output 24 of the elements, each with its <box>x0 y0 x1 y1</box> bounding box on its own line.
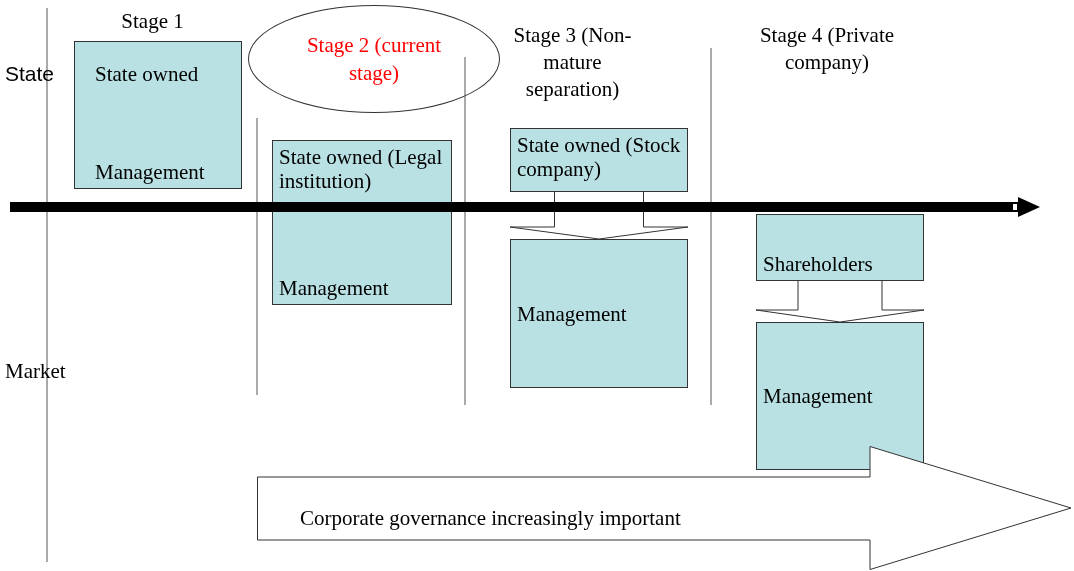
block-arrow-connector <box>755 280 925 323</box>
process-box <box>756 322 924 470</box>
box-text: State owned <box>95 62 200 86</box>
box-text: State owned (Legal institution) <box>279 145 444 193</box>
axis-label: State <box>5 61 56 87</box>
process-box <box>510 239 688 388</box>
stage-heading: Stage 4 (Private company) <box>758 22 896 76</box>
box-text: Management <box>517 301 628 326</box>
box-text: State owned (Stock company) <box>517 133 681 181</box>
box-text: Management <box>763 384 874 408</box>
stage-heading: Stage 2 (current stage) <box>305 32 443 87</box>
process-box <box>74 41 242 189</box>
block-arrow-connector <box>509 191 689 240</box>
block-arrow <box>257 446 1072 570</box>
box-text: Management <box>279 276 390 300</box>
stage-heading: Stage 1 <box>120 8 185 35</box>
arrow-text: Corporate governance increasingly important <box>300 506 681 530</box>
stage-heading: Stage 3 (Non-mature separation) <box>512 22 633 103</box>
axis-label: Market <box>5 358 67 385</box>
box-text: Shareholders <box>763 252 874 276</box>
box-text: Management <box>95 160 206 184</box>
process-box <box>272 140 452 305</box>
process-box <box>510 128 688 192</box>
process-box <box>756 214 924 281</box>
